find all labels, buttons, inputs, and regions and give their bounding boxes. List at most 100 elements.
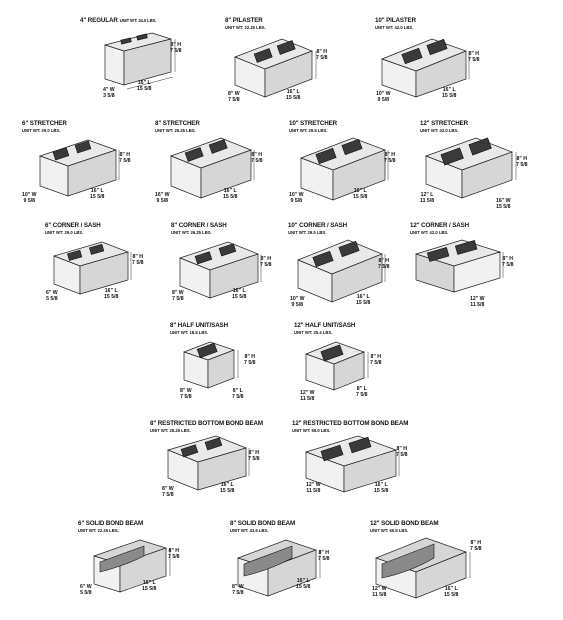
length-actual: 15 5/8 bbox=[374, 488, 389, 494]
width-label: 12" W bbox=[306, 482, 321, 488]
length-actual: 15 5/8 bbox=[137, 86, 152, 92]
length-actual: 15 5/8 bbox=[442, 93, 457, 99]
height-label: 8" H bbox=[168, 548, 180, 554]
block-weight: UNIT WT: 29.0 LBS. bbox=[22, 128, 61, 133]
block-drawing bbox=[381, 38, 470, 98]
block-title: 6" CORNER / SASH bbox=[45, 222, 101, 229]
block-title: 12" SOLID BOND BEAM bbox=[370, 520, 439, 527]
width-actual: 11 5/8 bbox=[372, 592, 387, 598]
length-actual: 15 5/8 bbox=[142, 586, 157, 592]
height-actual: 7 5/8 bbox=[260, 262, 272, 268]
height-actual: 7 5/8 bbox=[318, 556, 330, 562]
length-label: 12" L bbox=[420, 192, 434, 198]
block-weight: UNIT WT: 60.5 LBS. bbox=[370, 528, 409, 533]
block-half12: 12" HALF UNIT/SASH UNIT WT: 25.4 LBS. 8"… bbox=[294, 322, 404, 407]
length-label: 16" L bbox=[444, 586, 458, 592]
width-actual: 7 5/8 bbox=[172, 296, 184, 302]
block-drawing bbox=[414, 239, 504, 293]
length-label: 16" L bbox=[374, 482, 388, 488]
block-title: 10" CORNER / SASH bbox=[288, 222, 347, 229]
length-label: 16" L bbox=[90, 188, 104, 194]
height-label: 8" H bbox=[396, 446, 408, 452]
block-title: 12" CORNER / SASH bbox=[410, 222, 469, 229]
block-drawing bbox=[92, 539, 171, 593]
block-title: 8" SOLID BOND BEAM bbox=[230, 520, 296, 527]
width-actual: 5 5/8 bbox=[46, 296, 58, 302]
width-actual: 9 5/8 bbox=[290, 198, 303, 204]
width-actual: 7 5/8 bbox=[232, 590, 244, 596]
height-actual: 7 5/8 bbox=[468, 57, 480, 63]
block-solid6: 6" SOLID BOND BEAM UNIT WT: 22.25 LBS. 8… bbox=[78, 520, 188, 610]
height-label: 8" H bbox=[260, 256, 272, 262]
block-half8: 8" HALF UNIT/SASH UNIT WT: 18.5 LBS. 8" … bbox=[170, 322, 270, 407]
height-label: 8" H bbox=[132, 254, 144, 260]
height-actual: 7 5/8 bbox=[119, 158, 131, 164]
length-actual: 15 5/8 bbox=[232, 294, 247, 300]
height-label: 8" H bbox=[248, 450, 260, 456]
length-label: 16" L bbox=[137, 80, 151, 86]
length-label: 8" L bbox=[232, 388, 243, 394]
block-weight: UNIT WT: 22.25 LBS. bbox=[225, 25, 266, 30]
block-corner10: 10" CORNER / SASH UNIT WT: 29.5 LBS. 8" … bbox=[288, 222, 408, 312]
height-label: 8" H bbox=[370, 354, 382, 360]
width-actual: 7 5/8 bbox=[180, 394, 192, 400]
width-label: 8" W bbox=[228, 91, 240, 97]
block-weight: UNIT WT: 18.5 LBS. bbox=[170, 330, 209, 335]
height-label: 8" H bbox=[244, 354, 256, 360]
block-drawing bbox=[182, 341, 239, 389]
height-actual: 7 5/8 bbox=[516, 162, 528, 168]
block-title: 8" RESTRICTED BOTTOM BOND BEAM bbox=[150, 420, 263, 427]
block-title: 6" STRETCHER bbox=[22, 120, 67, 127]
length-label: 16" L bbox=[286, 89, 300, 95]
block-title: 8" CORNER / SASH bbox=[171, 222, 227, 229]
block-drawing bbox=[375, 537, 471, 599]
height-label: 8" H bbox=[251, 152, 263, 158]
block-weight: UNIT WT: 26.25 LBS. bbox=[171, 230, 212, 235]
length-actual: 15 5/8 bbox=[444, 592, 459, 598]
length-label: 16" L bbox=[356, 294, 370, 300]
width-actual: 9 5/8 bbox=[23, 198, 36, 204]
height-actual: 7 5/8 bbox=[244, 360, 256, 366]
block-drawing bbox=[300, 137, 389, 201]
width-actual: 5 5/8 bbox=[80, 590, 92, 596]
block-weight: UNIT WT: 25.4 LBS. bbox=[294, 330, 333, 335]
block-title: 12" HALF UNIT/SASH bbox=[294, 322, 356, 329]
block-drawing bbox=[52, 241, 132, 295]
width-label: 10" W bbox=[376, 91, 391, 97]
block-title: 10" STRETCHER bbox=[289, 120, 338, 127]
block-weight: UNIT WT: 50.0 LBS. bbox=[292, 428, 331, 433]
block-corner12: 12" CORNER / SASH UNIT WT: 42.0 LBS. 8" … bbox=[410, 222, 530, 312]
length-actual: 15 5/8 bbox=[356, 300, 371, 306]
block-weight: UNIT WT: 29.0 LBS. bbox=[45, 230, 84, 235]
width-actual: 11 5/8 bbox=[306, 488, 321, 494]
width-actual: 15 5/8 bbox=[496, 204, 511, 210]
block-drawing bbox=[178, 241, 262, 299]
length-label: 16" L bbox=[296, 578, 310, 584]
length-label: 16" L bbox=[223, 188, 237, 194]
block-title: 10" PILASTER bbox=[375, 17, 416, 24]
block-weight: UNIT WT: 42.0 LBS. bbox=[420, 128, 459, 133]
width-actual: 9 5/8 bbox=[377, 97, 390, 103]
block-title: 6" SOLID BOND BEAM bbox=[78, 520, 144, 527]
height-actual: 7 5/8 bbox=[248, 456, 260, 462]
length-actual: 15 5/8 bbox=[296, 584, 311, 590]
block-title: 12" STRETCHER bbox=[420, 120, 469, 127]
block-weight: UNIT WT: 42.0 LBS. bbox=[375, 25, 414, 30]
length-actual: 15 5/8 bbox=[223, 194, 238, 200]
width-label: 10" W bbox=[22, 192, 37, 198]
block-weight: UNIT WT: 22.25 LBS. bbox=[78, 528, 119, 533]
width-actual: 11 5/8 bbox=[470, 302, 485, 308]
block-weight: UNIT WT: 26.25 LBS. bbox=[150, 428, 191, 433]
height-actual: 7 5/8 bbox=[316, 55, 328, 61]
block-drawing bbox=[166, 435, 250, 491]
width-label: 8" W bbox=[162, 486, 174, 492]
block-corner8: 8" CORNER / SASH UNIT WT: 26.25 LBS. 8" … bbox=[166, 222, 286, 307]
width-label: 10" W bbox=[289, 192, 304, 198]
height-label: 8" H bbox=[502, 256, 514, 262]
height-label: 8" H bbox=[384, 152, 396, 158]
height-actual: 7 5/8 bbox=[378, 264, 390, 270]
